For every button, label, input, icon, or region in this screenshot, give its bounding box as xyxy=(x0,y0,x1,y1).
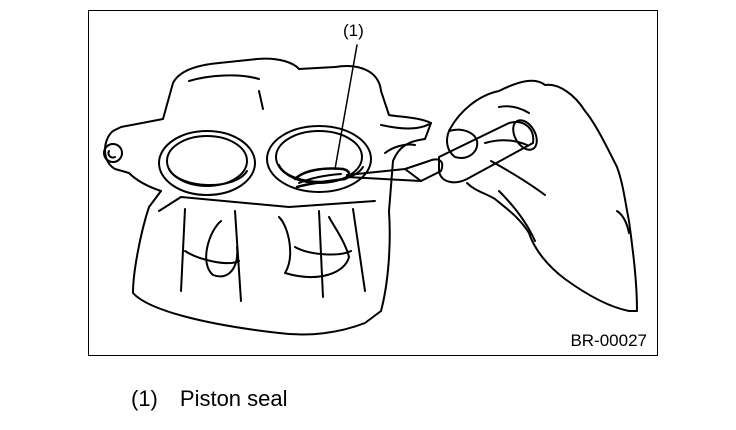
pick-tool xyxy=(346,158,444,182)
piston-seal xyxy=(293,167,351,189)
caliper-illustration xyxy=(103,44,638,336)
callout-leader xyxy=(334,44,358,170)
illustration-frame: (1) BR-00027 xyxy=(88,10,658,356)
callout-label: (1) xyxy=(343,21,364,40)
right-cylinder-outer xyxy=(266,125,372,193)
mounting-ear-hole xyxy=(103,143,123,163)
legend-label: Piston seal xyxy=(179,386,288,411)
figure-code: BR-00027 xyxy=(570,331,647,350)
legend-item: (1) Piston seal xyxy=(131,388,288,410)
left-cylinder-outer xyxy=(158,130,256,196)
legend-number: (1) xyxy=(131,386,158,411)
tool-handle xyxy=(438,121,535,184)
hand xyxy=(448,79,638,312)
left-cylinder-inner xyxy=(166,135,248,187)
caliper-body-outline xyxy=(104,57,432,336)
